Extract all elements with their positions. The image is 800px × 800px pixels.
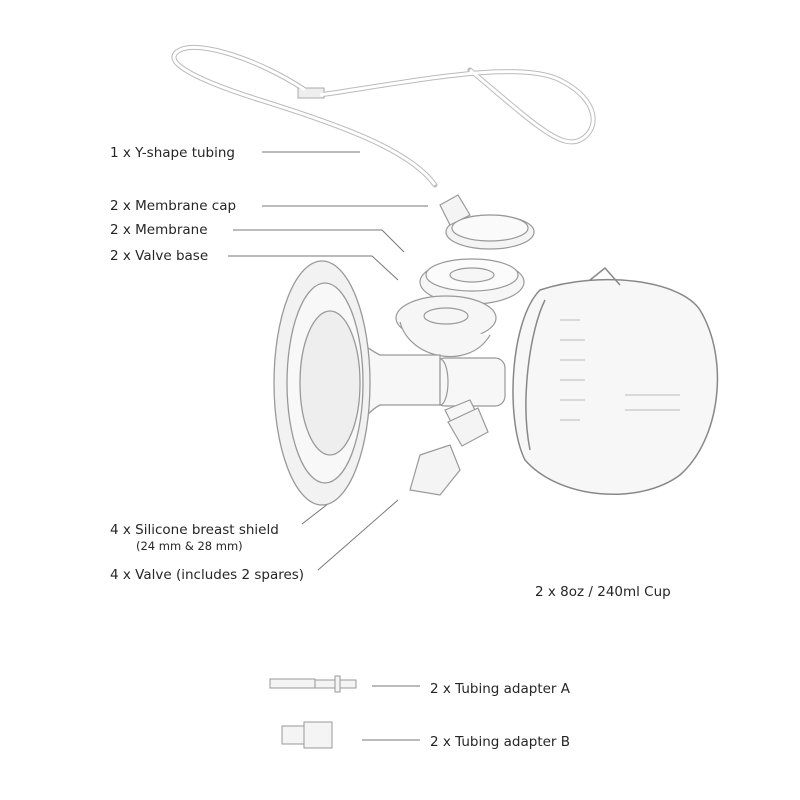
label-tubing-adapter-b: 2 x Tubing adapter B <box>430 734 571 750</box>
label-membrane-cap: 2 x Membrane cap <box>110 198 237 214</box>
membrane-image <box>419 258 525 305</box>
breast-shield-image <box>273 260 441 506</box>
label-breast-shield: 4 x Silicone breast shield <box>110 522 279 538</box>
tubing-adapter-b-image <box>281 721 333 749</box>
cup-image <box>512 266 719 496</box>
label-valve-base: 2 x Valve base <box>110 248 209 264</box>
membrane-cap-image <box>439 194 535 250</box>
leader-line-valve-base <box>228 255 399 281</box>
valve-image <box>409 407 489 496</box>
tubing-adapter-a-image <box>269 675 357 693</box>
label-cup: 2 x 8oz / 240ml Cup <box>535 584 671 600</box>
leader-line-valve <box>317 499 399 571</box>
label-y-shape-tubing: 1 x Y-shape tubing <box>110 145 236 161</box>
y-shape-tubing-image <box>171 44 596 188</box>
label-tubing-adapter-a: 2 x Tubing adapter A <box>430 681 571 697</box>
valve-base-image <box>395 295 497 358</box>
leader-line-membrane <box>233 229 405 253</box>
label-membrane: 2 x Membrane <box>110 222 208 238</box>
label-breast-shield-sizes: (24 mm & 28 mm) <box>136 539 243 553</box>
label-valve: 4 x Valve (includes 2 spares) <box>110 567 305 583</box>
